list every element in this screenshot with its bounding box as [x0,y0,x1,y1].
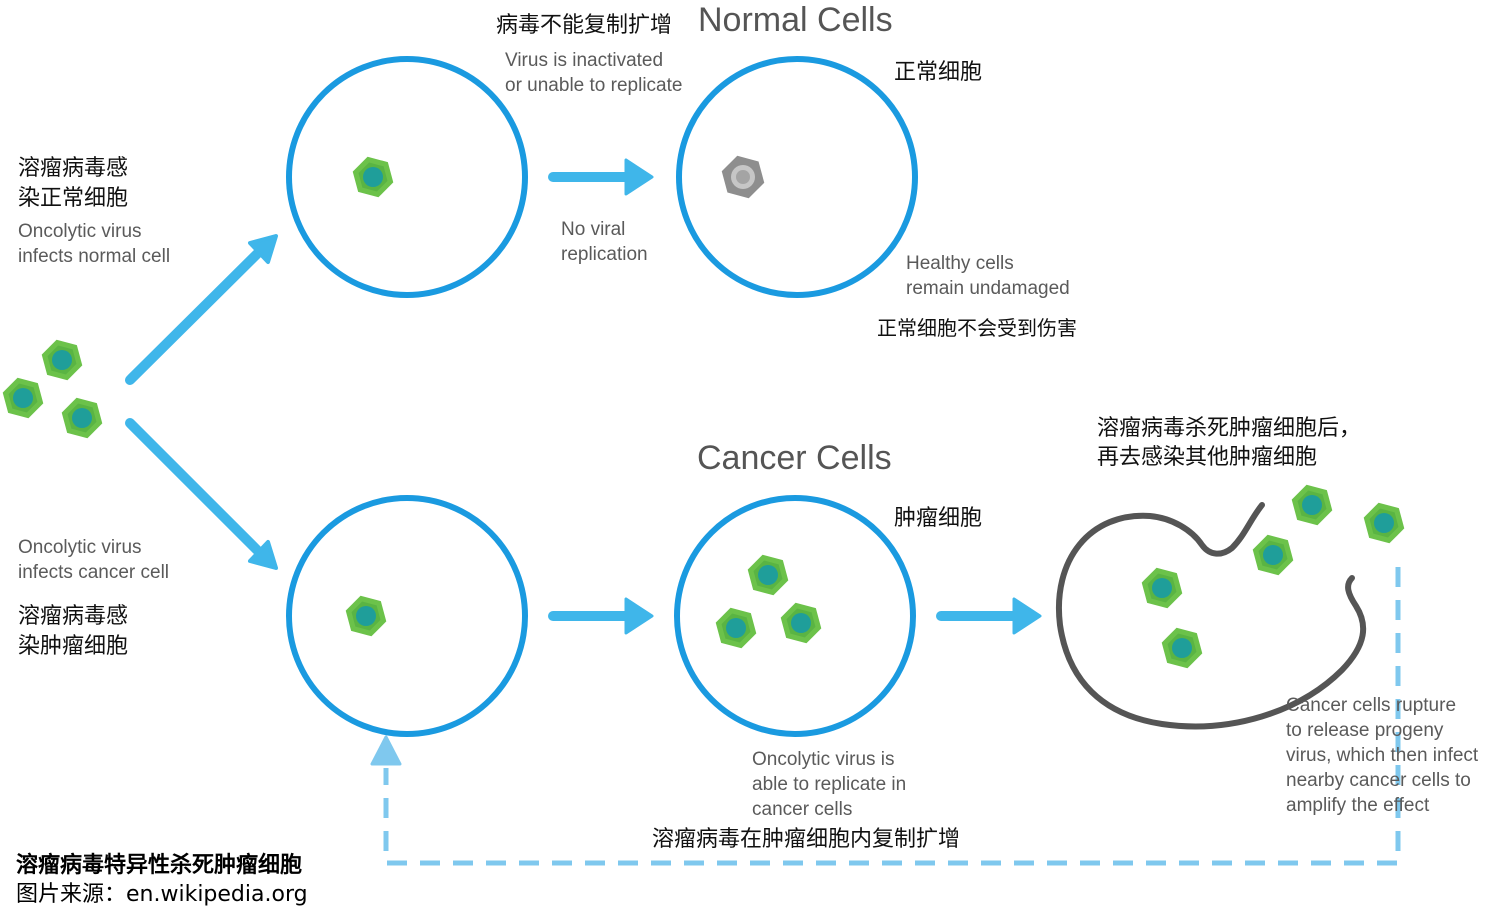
rupture-label-line-1: Cancer cells rupture [1286,695,1457,716]
infect-normal-label-zh-line-1: 溶瘤病毒感 [18,156,129,181]
arrow-cancer-replication [548,597,654,635]
no-viral-label-line-1: No viral [561,219,626,240]
rupture-label-line-2: to release progeny [1286,720,1444,741]
normal-cells-title: Normal Cells [698,1,893,39]
inactivated-label-line-2: or unable to replicate [505,75,683,96]
rupture-label-line-3: virus, which then infect [1286,745,1479,766]
replicate-label-line-3: cancer cells [752,799,853,820]
replicate-label-zh: 溶瘤病毒在肿瘤细胞内复制扩增 [652,827,961,852]
virus-icon [1359,499,1409,547]
virus-icon [57,394,107,442]
cancer-cells-title-zh: 肿瘤细胞 [894,506,983,531]
cancer-cell-replicating [674,495,916,737]
normal-cell-healthy [676,56,918,298]
virus-icon [1287,481,1337,529]
virus-icon [0,374,48,422]
virus-icon [37,336,87,384]
cancer-cells-title: Cancer Cells [697,439,892,477]
arrow-cancer-rupture [936,597,1042,635]
ruptured-cancer-cell [1055,502,1367,730]
infect-cancer-label-en-line-1: Oncolytic virus [18,537,142,558]
virus-icon [776,599,826,647]
virus-icon [341,592,391,640]
virus-icon [711,604,761,652]
replicate-label-line-1: Oncolytic virus is [752,749,895,770]
inactive-virus-icon [716,152,770,202]
infect-cancer-label-zh-line-1: 溶瘤病毒感 [18,604,129,629]
healthy-label-zh: 正常细胞不会受到伤害 [877,316,1077,340]
virus-icon [1248,531,1298,579]
normal-cell-infected [286,56,528,298]
normal-cells-title-zh: 正常细胞 [894,60,983,85]
infect-normal-label-zh-line-2: 染正常细胞 [18,186,129,211]
kill-label-zh-line-1: 溶瘤病毒杀死肿瘤细胞后， [1097,416,1362,441]
arrow-to-cancer-cell [125,418,278,570]
no-viral-label-line-2: replication [561,244,648,265]
infect-normal-label-en-line-2: infects normal cell [18,246,171,267]
infect-normal-label-en-line-1: Oncolytic virus [18,221,142,242]
rupture-label-line-5: amplify the effect [1286,795,1430,816]
kill-label-zh-line-2: 再去感染其他肿瘤细胞 [1097,445,1318,470]
rupture-label-line-4: nearby cancer cells to [1286,770,1471,791]
arrow-normal-no-replication [548,158,654,196]
virus-icon [743,551,793,599]
figure-caption: 溶瘤病毒特异性杀死肿瘤细胞 [16,853,303,878]
feedback-loop-dashed-arrow [370,567,1401,866]
cancer-cell-infected [286,495,528,737]
inactivated-label-line-1: Virus is inactivated [505,50,664,71]
infect-cancer-label-zh-line-2: 染肿瘤细胞 [18,634,129,659]
virus-icon [348,153,398,201]
healthy-label-line-2: remain undamaged [906,278,1070,299]
healthy-label-line-1: Healthy cells [906,253,1014,274]
image-source: 图片来源：en.wikipedia.org [16,882,308,907]
no-replicate-label-zh: 病毒不能复制扩增 [496,13,673,38]
arrow-to-normal-cell [125,234,278,385]
virus-icon [1137,564,1187,612]
virus-icon [1157,624,1207,672]
infect-cancer-label-en-line-2: infects cancer cell [18,562,170,583]
replicate-label-line-2: able to replicate in [752,774,907,795]
